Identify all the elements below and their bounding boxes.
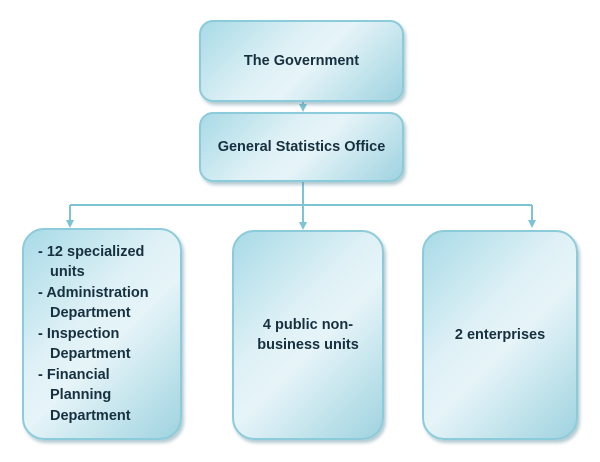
node-label: 2 enterprises (454, 327, 546, 343)
node-label: General Statistics Office (217, 139, 386, 155)
node-enterprises: 2 enterprises (422, 230, 578, 440)
list-item: - 12 specialized units (38, 243, 145, 281)
arrowhead (299, 222, 307, 230)
node-public-non-business-units: 4 public non-business units (232, 230, 384, 440)
arrowhead (299, 104, 307, 112)
list-item: - Administration Department (38, 284, 149, 322)
unit-list: - 12 specialized units - Administration … (38, 242, 170, 427)
node-label: The Government (243, 53, 360, 69)
node-general-statistics-office: General Statistics Office (199, 112, 404, 182)
arrowhead (528, 220, 536, 228)
node-government: The Government (199, 20, 404, 102)
node-label: 4 public non-business units (257, 317, 359, 353)
node-specialized-units: - 12 specialized units - Administration … (22, 228, 182, 440)
arrowhead (66, 220, 74, 228)
list-item: - Financial Planning Department (38, 366, 131, 424)
list-item: - Inspection Department (38, 325, 131, 363)
